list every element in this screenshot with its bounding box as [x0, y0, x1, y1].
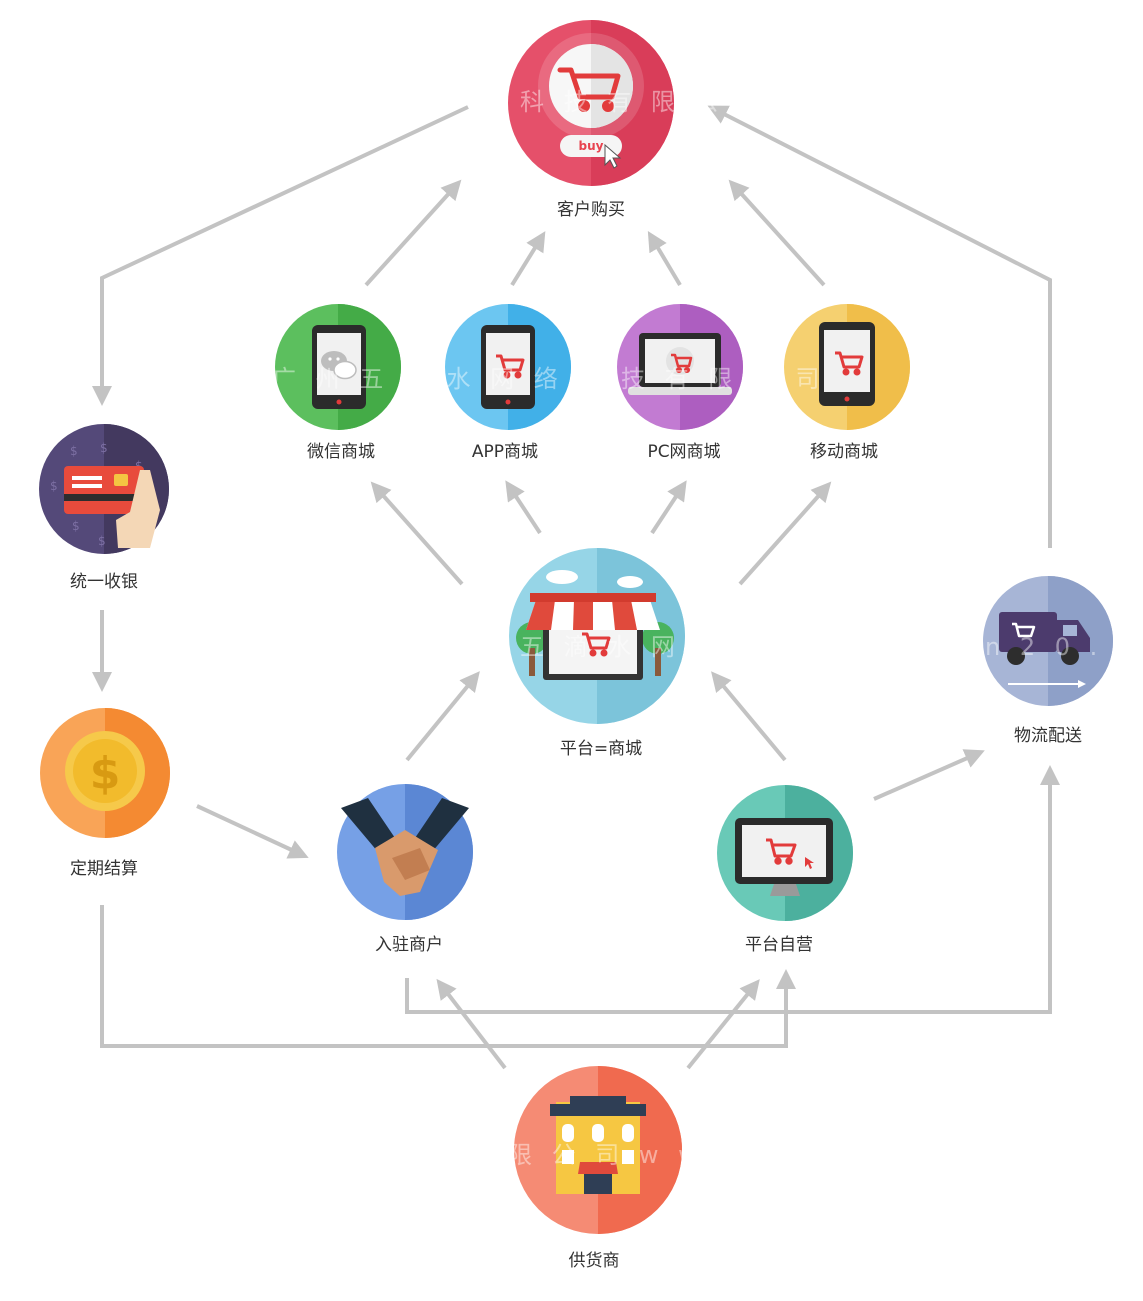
node-platform: 平台=商城	[509, 548, 685, 759]
svg-text:$: $	[90, 748, 121, 799]
storefront-icon	[526, 593, 660, 680]
self-run-label: 平台自营	[745, 935, 813, 955]
arrow-merchant-to-platform	[405, 671, 480, 762]
svg-text:$: $	[70, 444, 78, 458]
node-settlement: $ 定期结算	[40, 708, 170, 879]
arrow-selfrun-to-platform	[711, 671, 787, 762]
watermark-text: n 2 0 . c o m	[985, 633, 1143, 661]
monitor-icon	[735, 818, 833, 896]
node-cashier: $$$ $$$ 统一收银	[39, 424, 169, 592]
cursor-icon	[604, 143, 622, 169]
mobile-label: 移动商城	[810, 442, 878, 462]
shopping-cart-icon	[835, 351, 864, 376]
node-wechat: 微信商城	[275, 304, 401, 462]
hand-icon	[116, 470, 160, 548]
supplier-label: 供货商	[569, 1251, 620, 1271]
pc-label: PC网商城	[647, 442, 720, 462]
watermark-text: 五 滴 水 网 络 科	[520, 633, 768, 661]
logistics-label: 物流配送	[1014, 726, 1082, 746]
svg-text:$: $	[100, 441, 108, 455]
shopping-cart-icon	[557, 67, 621, 112]
connectors	[92, 105, 1060, 1070]
svg-text:buy: buy	[579, 139, 604, 153]
arrow-wechat-to-customer	[364, 179, 462, 287]
coin-icon: $	[65, 731, 145, 811]
node-supplier: 供货商	[514, 1066, 682, 1271]
settlement-label: 定期结算	[70, 859, 138, 879]
arrow-platform-to-pc	[650, 480, 687, 535]
arrow-logistics-to-customer	[707, 105, 1052, 548]
node-self-run: 平台自营	[717, 785, 853, 955]
credit-card-icon	[64, 466, 144, 514]
cashier-label: 统一收银	[70, 572, 138, 592]
node-mobile: 移动商城	[784, 304, 910, 462]
tree-icon	[516, 622, 674, 676]
watermark-text: 科 技 有 限 公 司	[520, 88, 768, 116]
svg-text:$: $	[50, 479, 58, 493]
arrow-merchant-to-logistics	[405, 765, 1060, 1014]
shopping-cart-icon	[582, 632, 611, 657]
node-customer: buy 客户购买	[508, 20, 674, 220]
arrow-platform-to-app	[505, 480, 542, 535]
shopping-cart-icon	[671, 353, 693, 374]
handshake-icon	[341, 798, 469, 896]
arrow-pc-to-customer	[647, 230, 682, 287]
node-pc: PC网商城	[617, 304, 743, 462]
svg-text:$: $	[72, 519, 80, 533]
wechat-icon	[321, 351, 357, 380]
arrow-platform-to-wechat	[370, 481, 464, 586]
arrow-platform-to-mobile	[738, 481, 832, 586]
shopping-cart-icon	[766, 838, 797, 865]
truck-icon	[999, 612, 1090, 665]
arrow-supplier-to-merchant	[436, 978, 507, 1070]
arrow-app-to-customer	[510, 231, 546, 287]
cursor-icon	[805, 857, 814, 869]
arrow-mobile-to-customer	[728, 179, 826, 287]
building-icon	[550, 1096, 646, 1194]
node-merchant: 入驻商户	[337, 784, 473, 955]
cloud-icon	[546, 570, 643, 588]
customer-label: 客户购买	[557, 200, 625, 220]
node-logistics: 物流配送	[983, 576, 1113, 746]
arrow-customer-to-cashier	[92, 105, 469, 406]
arrow-settlement-to-selfrun	[100, 905, 796, 1048]
arrow-settlement-to-merchant	[196, 804, 309, 859]
shopping-cart-icon	[496, 354, 525, 379]
merchant-label: 入驻商户	[375, 935, 443, 955]
svg-text:$: $	[98, 534, 106, 548]
app-label: APP商城	[472, 442, 538, 462]
arrow-supplier-to-selfrun	[686, 979, 760, 1070]
arrow-selfrun-to-logistics	[873, 749, 985, 801]
watermark-text: 限 公 司 w w w	[508, 1141, 743, 1169]
watermarks: 广 州 五 滴 水 网 络 科 技 有 限 公 司 科 技 有 限 公 司 五 …	[272, 88, 1143, 1169]
watermark-text: 广 州 五 滴 水 网 络 科 技 有 限 公 司	[272, 365, 826, 393]
wechat-label: 微信商城	[307, 442, 375, 462]
platform-label: 平台=商城	[560, 739, 642, 759]
node-app: APP商城	[445, 304, 571, 462]
